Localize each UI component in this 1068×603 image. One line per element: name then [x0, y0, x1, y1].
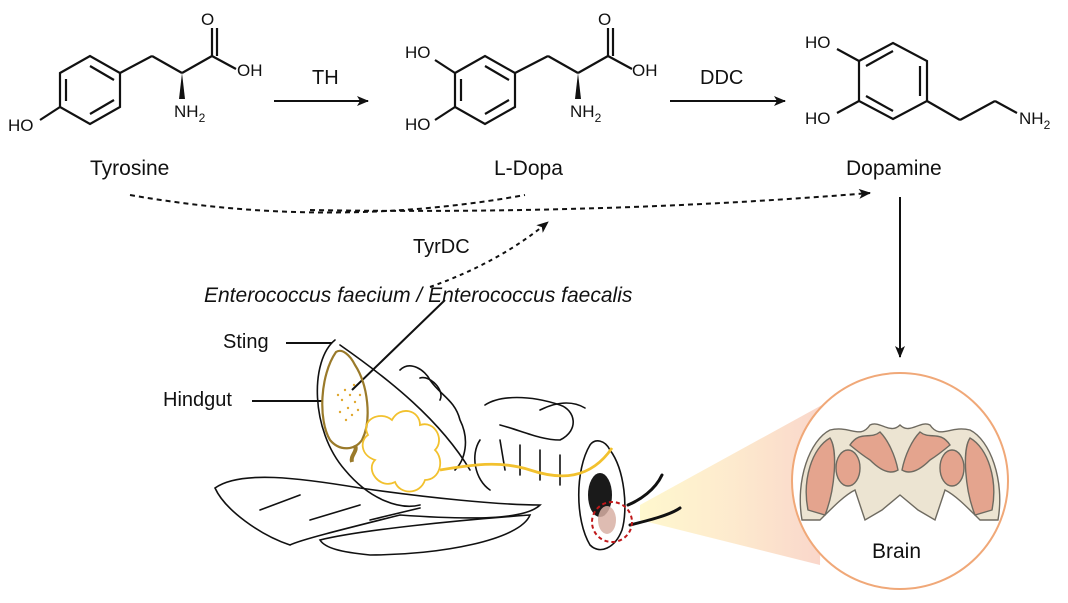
hindgut-duct — [349, 444, 358, 463]
brain-illustration — [799, 423, 1001, 522]
enzyme-ddc-label: DDC — [700, 67, 744, 89]
tyrosine-dashed-curve — [129, 194, 526, 214]
atom-OH: OH — [237, 61, 263, 80]
atom-NH2: NH2 — [174, 102, 206, 125]
midgut-shape — [361, 410, 442, 493]
enzyme-tyrdc-label: TyrDC — [413, 236, 470, 258]
bee-illustration — [213, 339, 682, 556]
bacteria-pointer-line — [351, 299, 446, 391]
hindgut-shape — [321, 349, 369, 450]
atom-NH2: NH2 — [1019, 109, 1051, 132]
ldopa-structure — [434, 28, 633, 126]
enzyme-th-label: TH — [312, 67, 339, 89]
dopamine-dashed-arrow — [309, 188, 871, 212]
atom-HO: HO — [805, 109, 831, 128]
bee-eye — [588, 473, 612, 517]
bee-brain-region — [598, 506, 616, 534]
atom-HO: HO — [8, 116, 34, 135]
dopamine-structure — [836, 41, 1018, 121]
molecule-name-dopamine: Dopamine — [846, 157, 942, 180]
atom-HO: HO — [805, 33, 831, 52]
magnification-beam — [640, 405, 822, 565]
hindgut-label: Hindgut — [163, 389, 232, 411]
bacteria-label: Enterococcus faecium / Enterococcus faec… — [204, 284, 633, 307]
tyrosine-structure — [39, 28, 237, 126]
tyrdc-dashed-arrow — [429, 221, 549, 288]
bacteria-dots — [336, 383, 362, 422]
atom-HO: HO — [405, 115, 431, 134]
brain-label: Brain — [872, 540, 922, 563]
brain-focus-circle — [591, 501, 633, 543]
atom-O: O — [201, 10, 214, 29]
atom-OH: OH — [632, 61, 658, 80]
atom-NH2: NH2 — [570, 102, 602, 125]
atom-O: O — [598, 10, 611, 29]
atom-HO: HO — [405, 43, 431, 62]
foregut-line — [439, 447, 614, 478]
molecule-name-ldopa: L-Dopa — [494, 157, 563, 180]
sting-label: Sting — [223, 331, 269, 353]
molecule-name-tyrosine: Tyrosine — [90, 157, 170, 180]
